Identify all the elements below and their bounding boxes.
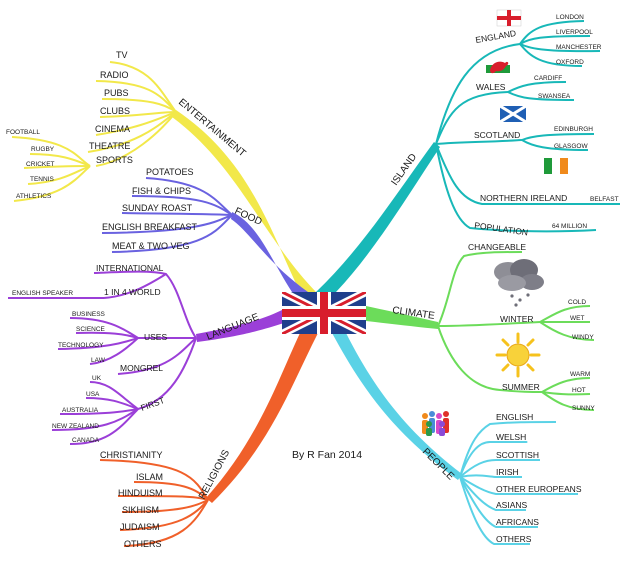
language-first: FIRST	[139, 395, 166, 413]
first-new-zealand: NEW ZEALAND	[52, 423, 99, 430]
wales-city-swansea: SWANSEA	[538, 93, 571, 100]
climate-summer: SUMMER	[502, 382, 540, 392]
people-other-europeans: OTHER EUROPEANS	[496, 484, 582, 494]
people-scottish: SCOTTISH	[496, 450, 539, 460]
summer-hot: HOT	[572, 387, 586, 394]
uses-business: BUSINESS	[72, 311, 106, 318]
island-northern-ireland: NORTHERN IRELAND	[480, 193, 567, 203]
union-jack-flag-icon	[282, 292, 366, 334]
sports-tennis: TENNIS	[30, 176, 55, 183]
religion-hinduism: HINDUISM	[118, 488, 163, 498]
england-flag-icon	[496, 9, 522, 27]
language-mongrel: MONGREL	[120, 363, 163, 373]
island-scotland: SCOTLAND	[474, 130, 520, 140]
main-branches	[172, 110, 462, 503]
religion-others: OTHERS	[124, 539, 162, 549]
food-branch	[231, 212, 308, 292]
sports-athletics: ATHLETICS	[16, 193, 52, 200]
religion-judaism: JUDAISM	[120, 522, 160, 532]
scotland-city-glasgow: GLASGOW	[554, 143, 588, 150]
summer-sunny: SUNNY	[572, 405, 595, 412]
england-city-london: LONDON	[556, 14, 584, 21]
summer-warm: WARM	[570, 371, 590, 378]
uses-law: LAW	[91, 357, 106, 364]
people-asians: ASIANS	[496, 500, 528, 510]
ireland-flag-icon	[544, 158, 568, 174]
first-uk: UK	[92, 375, 102, 382]
sports-football: FOOTBALL	[6, 129, 40, 136]
food-item-potatoes: POTATOES	[146, 167, 194, 177]
food-item-meat-two-veg: MEAT & TWO VEG	[112, 241, 190, 251]
religion-christianity: CHRISTIANITY	[100, 450, 163, 460]
sports-rugby: RUGBY	[31, 146, 55, 153]
entertainment-item-theatre: THEATRE	[89, 141, 130, 151]
scotland-flag-icon	[499, 104, 527, 124]
entertainment-item-cinema: CINEMA	[95, 124, 130, 134]
scotland-city-edinburgh: EDINBURGH	[554, 126, 593, 133]
climate-changeable: CHANGEABLE	[468, 242, 526, 252]
people-branch	[332, 333, 462, 480]
language-branch	[196, 309, 284, 342]
entertainment-branch	[172, 110, 316, 292]
language-english-speaker: ENGLISH SPEAKER	[12, 290, 73, 297]
first-usa: USA	[86, 391, 100, 398]
language-uses: USES	[144, 332, 167, 342]
people-africans: AFRICANS	[496, 517, 539, 527]
people-irish: IRISH	[496, 467, 519, 477]
wales-flag-icon	[486, 57, 510, 74]
language-international: INTERNATIONAL	[96, 263, 164, 273]
entertainment-item-tv: TV	[116, 50, 128, 60]
people-crowd-icon	[422, 411, 449, 436]
food-group	[101, 177, 233, 253]
wales-city-cardiff: CARDIFF	[534, 75, 562, 82]
climate-winter: WINTER	[500, 314, 534, 324]
sports-cricket: CRICKET	[26, 161, 55, 168]
northern-ireland-city-belfast: BELFAST	[590, 196, 619, 203]
winter-windy: WINDY	[572, 334, 594, 341]
first-australia: AUSTRALIA	[62, 407, 99, 414]
island-wales: WALES	[476, 82, 506, 92]
people-others: OTHERS	[496, 534, 532, 544]
winter-wet: WET	[570, 315, 584, 322]
climate-branch	[366, 306, 438, 329]
island-england: ENGLAND	[475, 28, 517, 45]
snow-cloud-icon	[494, 259, 544, 307]
food-item-sunday-roast: SUNDAY ROAST	[122, 203, 193, 213]
sun-icon	[495, 332, 541, 378]
entertainment-item-sports: SPORTS	[96, 155, 133, 165]
first-canada: CANADA	[72, 437, 100, 444]
religions-branch	[206, 333, 318, 503]
people-label: PEOPLE	[420, 446, 456, 482]
island-branch	[316, 142, 440, 292]
england-city-oxford: OXFORD	[556, 59, 584, 66]
england-city-liverpool: LIVERPOOL	[556, 29, 593, 36]
island-population: POPULATION	[474, 220, 529, 237]
language-one-in-four: 1 IN 4 WORLD	[104, 287, 161, 297]
entertainment-item-clubs: CLUBS	[100, 106, 130, 116]
england-city-manchester: MANCHESTER	[556, 44, 602, 51]
island-group	[435, 20, 620, 233]
people-group	[459, 421, 578, 545]
religions-group	[99, 459, 209, 547]
religion-islam: ISLAM	[136, 472, 163, 482]
people-english: ENGLISH	[496, 412, 533, 422]
entertainment-item-pubs: PUBS	[104, 88, 129, 98]
uses-technology: TECHNOLOGY	[58, 342, 104, 349]
people-welsh: WELSH	[496, 432, 526, 442]
food-item-fish-chips: FISH & CHIPS	[132, 186, 191, 196]
winter-cold: COLD	[568, 299, 586, 306]
religion-sikhism: SIKHISM	[122, 505, 159, 515]
language-group	[8, 270, 197, 445]
entertainment-item-radio: RADIO	[100, 70, 129, 80]
climate-group	[437, 251, 595, 411]
food-item-english-breakfast: ENGLISH BREAKFAST	[102, 222, 198, 232]
uses-science: SCIENCE	[76, 326, 106, 333]
credit-text: By R Fan 2014	[292, 449, 362, 461]
entertainment-group	[11, 61, 177, 202]
island-population-value: 64 MILLION	[552, 223, 587, 230]
